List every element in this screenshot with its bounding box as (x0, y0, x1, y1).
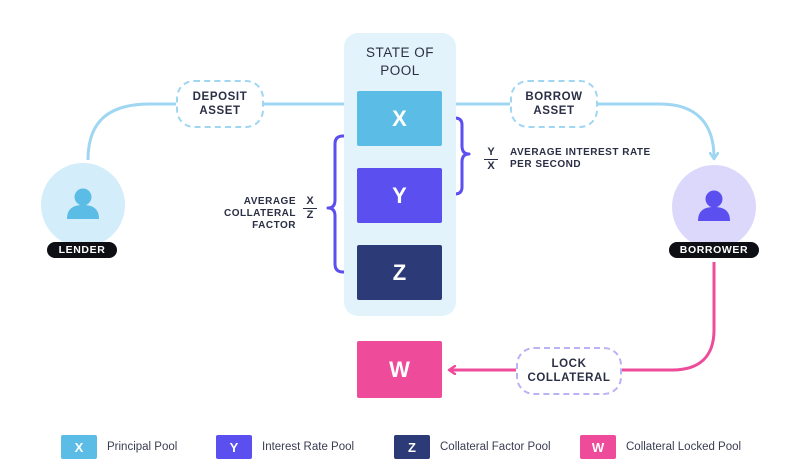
legend-swatch: Z (394, 435, 430, 459)
interest-rate-note: AVERAGE INTEREST RATE PER SECOND (510, 147, 651, 170)
interest-rate-fraction: Y X (484, 146, 498, 173)
deposit-flow-line (86, 104, 350, 161)
lender-avatar (41, 163, 125, 247)
collateral-factor-fraction: X Z (303, 195, 317, 222)
borrow-flow-line (449, 102, 714, 158)
lender-badge: LENDER (47, 242, 117, 258)
legend-swatch: W (580, 435, 616, 459)
lock-flow-line (450, 262, 716, 370)
deposit-asset-label: DEPOSIT ASSET (176, 80, 264, 128)
lock-collateral-label: LOCK COLLATERAL (516, 347, 622, 395)
borrow-asset-label: BORROW ASSET (510, 80, 598, 128)
principal-pool-box: X (357, 91, 442, 146)
legend-item-collateral-locked: W Collateral Locked Pool (580, 433, 741, 461)
legend-item-interest-rate: Y Interest Rate Pool (216, 433, 354, 461)
legend-label: Interest Rate Pool (262, 441, 355, 453)
user-icon (698, 190, 730, 221)
pool-title-line1: STATE OF (366, 45, 434, 60)
legend-item-collateral-factor: Z Collateral Factor Pool (394, 433, 551, 461)
legend-swatch: X (61, 435, 97, 459)
collateral-locked-pool-box: W (357, 341, 442, 398)
collateral-factor-bracket (326, 134, 349, 274)
borrower-badge: BORROWER (669, 242, 759, 258)
borrower-avatar (672, 165, 756, 249)
legend-label: Collateral Factor Pool (440, 441, 551, 453)
legend-swatch: Y (216, 435, 252, 459)
legend-label: Collateral Locked Pool (626, 441, 742, 453)
legend-item-principal: X Principal Pool (61, 433, 177, 461)
interest-rate-bracket (449, 116, 471, 196)
collateral-factor-pool-box: Z (357, 245, 442, 300)
pool-title: STATE OF POOL (344, 44, 456, 80)
legend-label: Principal Pool (107, 441, 178, 453)
interest-rate-pool-box: Y (357, 168, 442, 223)
collateral-factor-note: AVERAGE COLLATERAL FACTOR (223, 196, 296, 231)
pool-title-line2: POOL (380, 63, 420, 78)
user-icon (67, 188, 99, 219)
